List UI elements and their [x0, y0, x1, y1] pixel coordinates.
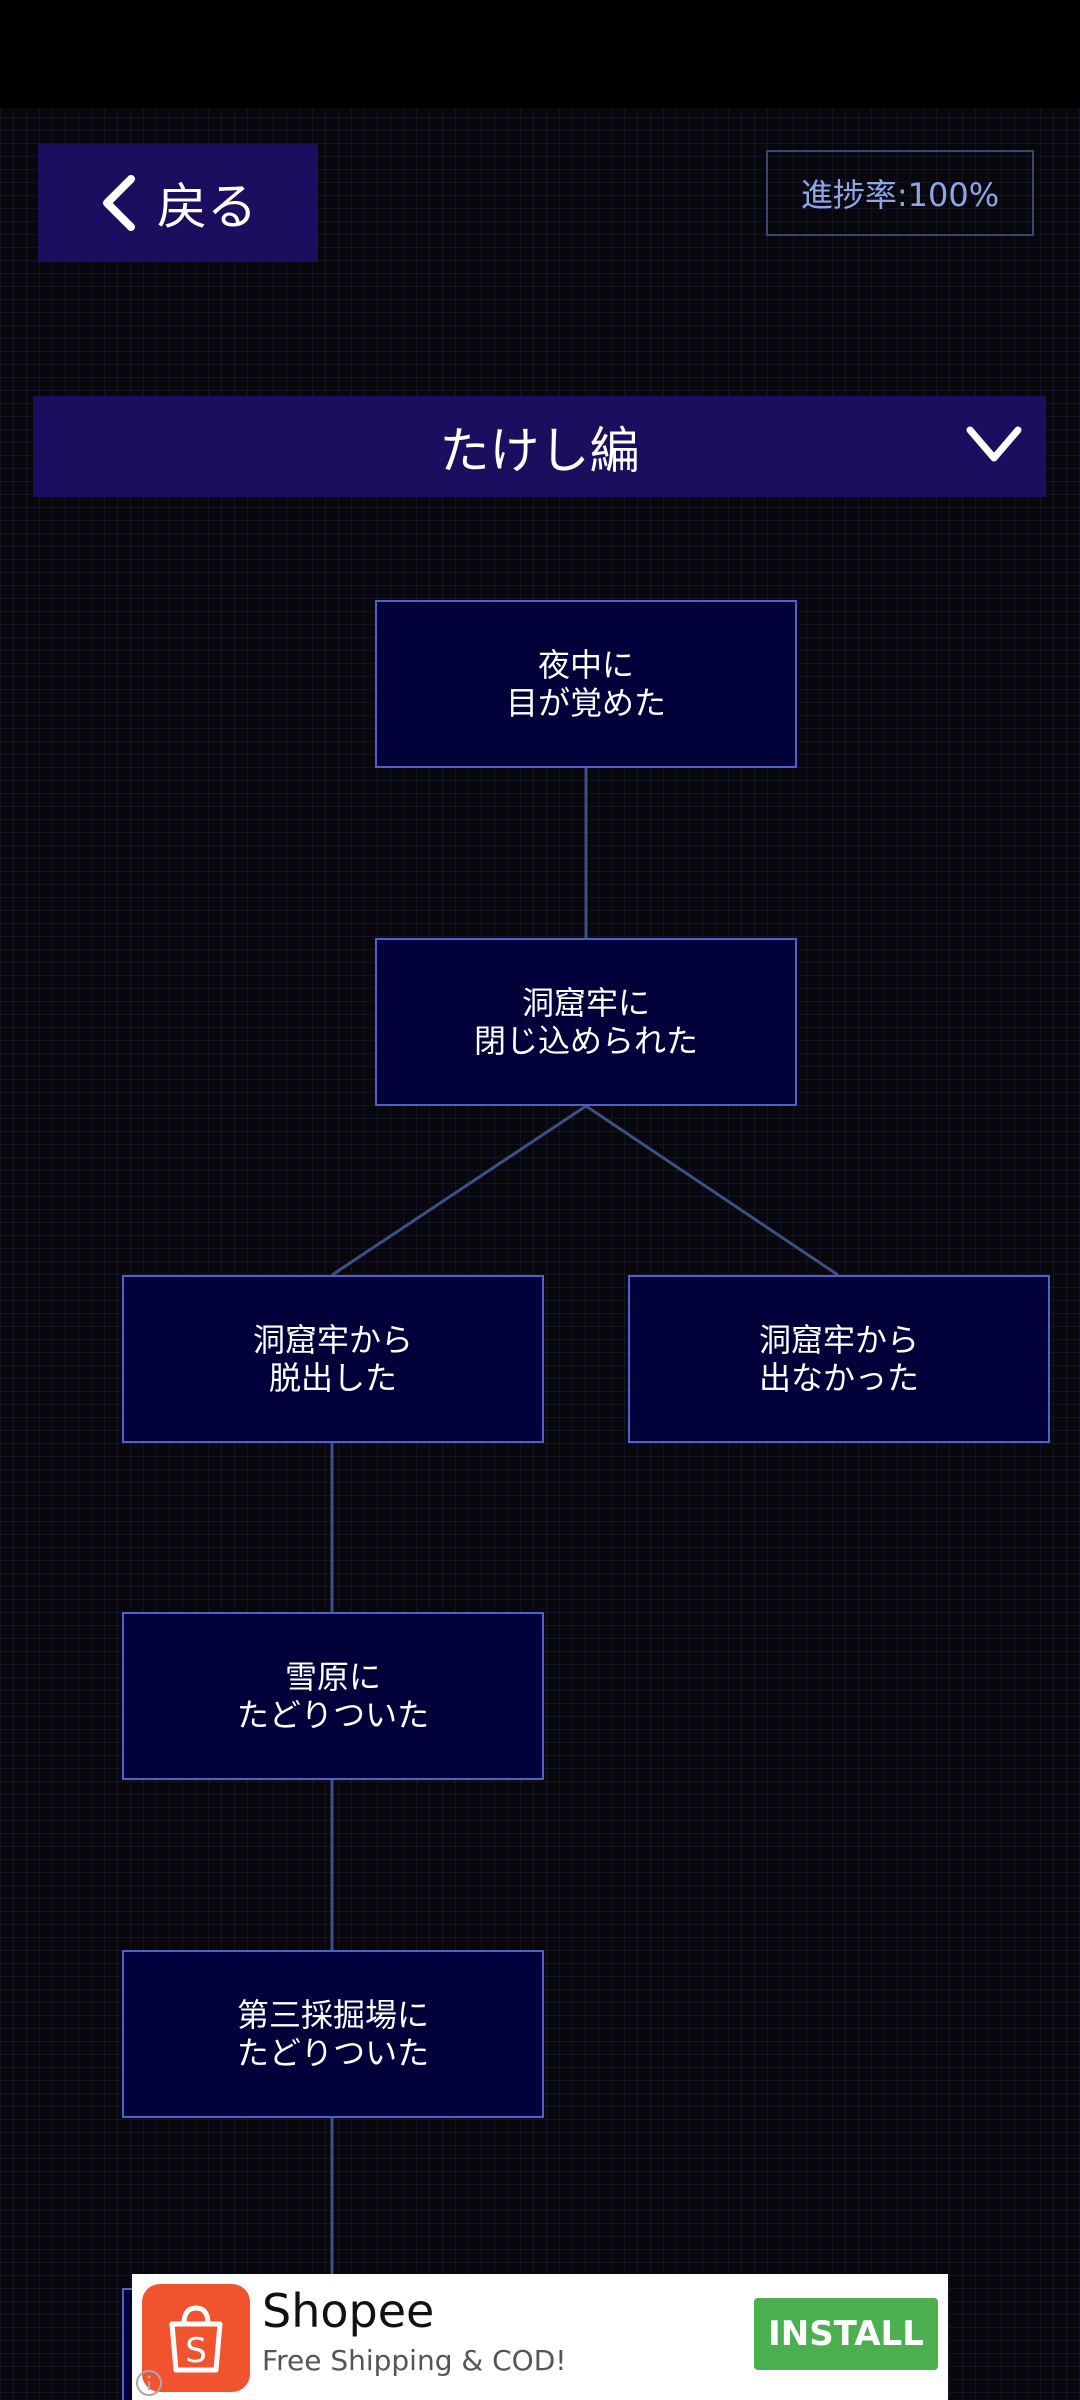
progress-indicator: 進捗率:100%	[766, 150, 1034, 236]
ad-title: Shopee	[262, 2284, 435, 2338]
tree-node[interactable]: 雪原に たどりついた	[122, 1612, 544, 1780]
chevron-left-icon	[103, 175, 135, 231]
status-bar	[0, 0, 1080, 108]
shopee-logo-icon: S	[142, 2284, 250, 2392]
install-button[interactable]: INSTALL	[754, 2298, 938, 2370]
tree-node[interactable]: 夜中に 目が覚めた	[375, 600, 797, 768]
tree-node[interactable]: 洞窟牢から 脱出した	[122, 1275, 544, 1443]
tree-node-partial	[122, 2288, 132, 2400]
chevron-down-icon	[966, 426, 1022, 462]
chapter-dropdown[interactable]: たけし編	[33, 396, 1046, 497]
ad-info-icon[interactable]	[134, 2368, 164, 2398]
ad-subtitle: Free Shipping & COD!	[262, 2344, 567, 2377]
connector-n2-n4	[585, 1104, 839, 1277]
ad-banner[interactable]: S Shopee Free Shipping & COD! INSTALL	[132, 2274, 948, 2400]
tree-node[interactable]: 洞窟牢から 出なかった	[628, 1275, 1050, 1443]
connector-n2-n3	[331, 1104, 587, 1277]
tree-node[interactable]: 洞窟牢に 閉じ込められた	[375, 938, 797, 1106]
progress-text: 進捗率:100%	[800, 176, 1000, 214]
back-label: 戻る	[157, 178, 257, 236]
tree-node[interactable]: 第三採掘場に たどりついた	[122, 1950, 544, 2118]
ad-logo-letter: S	[185, 2331, 207, 2371]
back-button[interactable]: 戻る	[38, 144, 318, 262]
chapter-title: たけし編	[439, 421, 640, 480]
